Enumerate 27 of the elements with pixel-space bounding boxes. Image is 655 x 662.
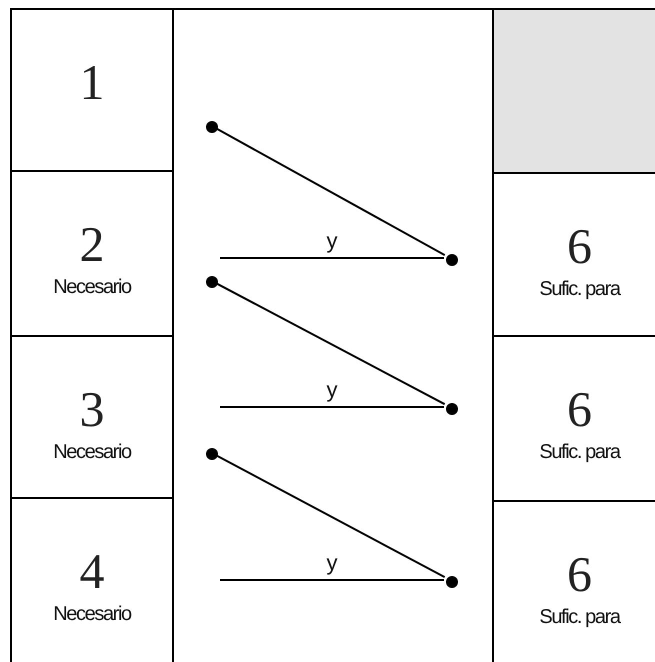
connector-line [214, 127, 446, 256]
cell-caption: Necesario [53, 603, 131, 626]
shaded-cell [492, 8, 655, 174]
dot [446, 254, 458, 266]
cell-caption: Necesario [53, 276, 131, 299]
dot [446, 576, 458, 588]
cell-number: 6 [567, 218, 592, 274]
cell-number: 3 [80, 381, 104, 437]
cell-caption: Necesario [53, 441, 131, 464]
cell-number: 2 [80, 216, 104, 272]
cell-caption: Sufic. para [539, 441, 620, 464]
connector-line [220, 257, 444, 259]
dot [206, 276, 218, 288]
connector-line [220, 406, 444, 408]
connector-line [220, 579, 444, 581]
connector-line [214, 454, 446, 578]
dot [446, 403, 458, 415]
cell-caption: Sufic. para [539, 606, 620, 629]
connector-line [214, 282, 446, 406]
cell-caption: Sufic. para [539, 278, 620, 301]
cell-number: 4 [80, 543, 104, 599]
table-cell [10, 8, 174, 172]
dot [206, 121, 218, 133]
dot [206, 448, 218, 460]
cell-number: 1 [80, 54, 104, 110]
cell-number: 6 [567, 546, 592, 602]
cell-number: 6 [567, 381, 592, 437]
